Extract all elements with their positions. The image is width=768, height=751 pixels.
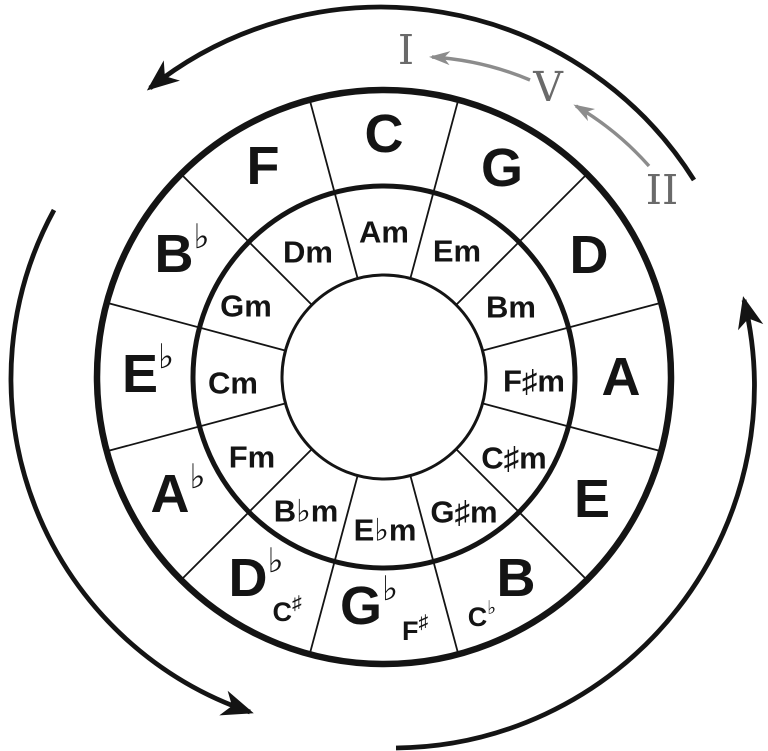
major-key-b: B bbox=[497, 548, 536, 608]
minor-key-bm: Bm bbox=[486, 290, 536, 325]
major-key-g-flat: G♭ bbox=[340, 570, 398, 636]
major-key-d: D bbox=[570, 225, 609, 285]
major-key-d-flat: D♭ bbox=[228, 542, 283, 608]
major-key-e-flat: E♭ bbox=[122, 338, 174, 404]
minor-key-f-sharp-m: F♯m bbox=[503, 364, 565, 399]
divider-135 bbox=[454, 447, 588, 581]
major-key-a-flat: A♭ bbox=[150, 458, 205, 524]
minor-key-g-sharp-m: G♯m bbox=[430, 495, 497, 530]
major-key-g: G bbox=[481, 138, 523, 198]
roman-numeral-dominant: V bbox=[532, 63, 564, 111]
major-key-b-flat: B♭ bbox=[154, 218, 209, 284]
minor-key-em: Em bbox=[433, 234, 481, 269]
roman-numeral-tonic: I bbox=[398, 26, 414, 74]
major-key-c: C bbox=[365, 104, 404, 164]
enharmonic-f-sharp: F♯ bbox=[402, 612, 428, 647]
minor-key-b-flat-m: B♭m bbox=[274, 494, 339, 529]
divider-255 bbox=[106, 402, 287, 453]
major-key-e: E bbox=[574, 469, 610, 529]
divider-285 bbox=[106, 301, 287, 352]
inner-hole-circle bbox=[280, 273, 488, 481]
minor-key-gm: Gm bbox=[220, 289, 272, 324]
arrow-ii-to-v-icon bbox=[573, 104, 651, 168]
rings bbox=[93, 86, 675, 668]
divider-15 bbox=[409, 99, 460, 280]
divider-345 bbox=[308, 99, 359, 280]
major-key-a: A bbox=[602, 347, 641, 407]
ccw-arrow-left-icon bbox=[8, 208, 254, 716]
major-key-f: F bbox=[247, 136, 280, 196]
middle-ring-circle bbox=[190, 183, 578, 571]
divider-225 bbox=[180, 447, 314, 581]
roman-numeral-supertonic: II bbox=[646, 166, 678, 214]
progression-arrows bbox=[429, 51, 651, 168]
divider-195 bbox=[308, 474, 359, 655]
enharmonic-c-sharp: C♯ bbox=[273, 593, 302, 628]
divider-315 bbox=[180, 173, 314, 307]
minor-key-e-flat-m: E♭m bbox=[354, 513, 417, 548]
minor-key-cm: Cm bbox=[208, 366, 258, 401]
outer-ring-circle bbox=[93, 86, 675, 668]
divider-105 bbox=[481, 402, 662, 453]
divider-45 bbox=[454, 173, 588, 307]
minor-key-dm: Dm bbox=[283, 235, 333, 270]
divider-165 bbox=[409, 474, 460, 655]
minor-key-fm: Fm bbox=[229, 440, 276, 475]
divider-75 bbox=[481, 301, 662, 352]
wedge-dividers bbox=[106, 99, 662, 655]
minor-key-am: Am bbox=[359, 215, 409, 250]
arrow-v-to-i-icon bbox=[429, 51, 531, 82]
minor-key-c-sharp-m: C♯m bbox=[481, 441, 546, 476]
ccw-arrow-top-icon bbox=[146, 4, 697, 182]
rotation-arrows bbox=[8, 4, 764, 751]
enharmonic-c-flat: C♭ bbox=[468, 598, 496, 633]
ccw-arrow-right-icon bbox=[395, 296, 764, 751]
